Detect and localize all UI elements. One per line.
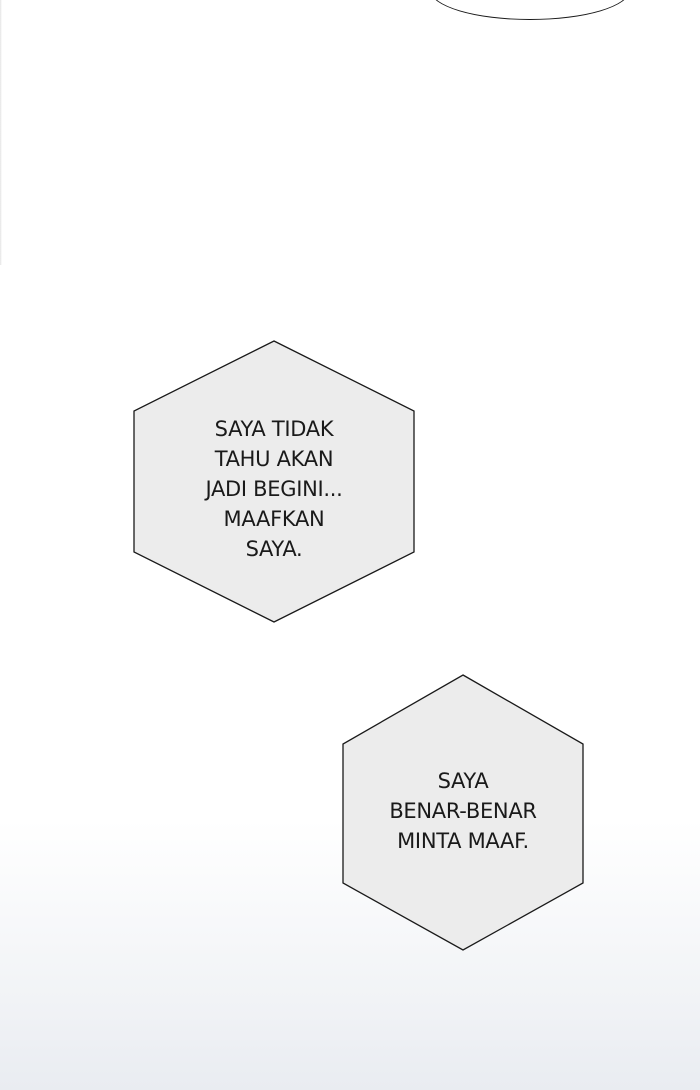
speech-bubble-sorry: SAYA BENAR-BENAR MINTA MAAF. — [342, 674, 584, 951]
panel-edge-shadow — [0, 0, 2, 265]
speech-line: SAYA. — [245, 537, 303, 561]
speech-line: TAHU AKAN — [214, 447, 334, 471]
partial-speech-bubble — [430, 0, 630, 20]
speech-line: BENAR-BENAR — [389, 799, 537, 823]
speech-bubble-text: SAYA TIDAK TAHU AKAN JADI BEGINI... MAAF… — [134, 414, 414, 564]
speech-line: SAYA — [437, 769, 489, 793]
speech-line: MINTA MAAF. — [397, 829, 529, 853]
speech-bubble-apology: SAYA TIDAK TAHU AKAN JADI BEGINI... MAAF… — [133, 340, 415, 623]
speech-line: MAAFKAN — [223, 507, 325, 531]
speech-bubble-text: SAYA BENAR-BENAR MINTA MAAF. — [343, 766, 583, 856]
hexagon-bubble-shape — [342, 674, 584, 951]
speech-line: JADI BEGINI... — [205, 477, 343, 501]
speech-line: SAYA TIDAK — [214, 417, 334, 441]
hexagon-bubble-shape — [133, 340, 415, 623]
